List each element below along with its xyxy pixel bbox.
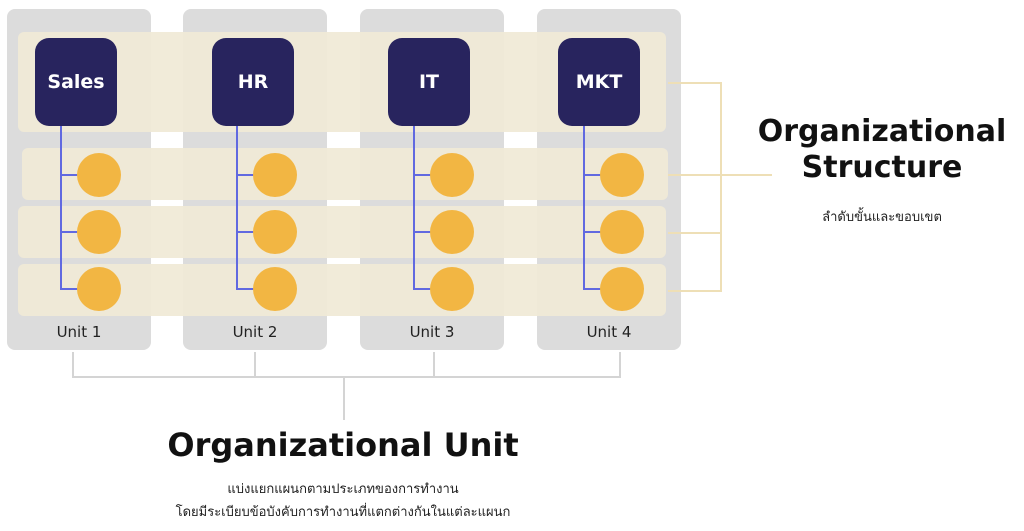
structure-bracket-pointer bbox=[720, 174, 772, 176]
member-circle bbox=[253, 267, 297, 311]
unit-bracket-tick bbox=[433, 352, 435, 378]
member-circle bbox=[77, 210, 121, 254]
structure-bracket-spine bbox=[720, 82, 722, 292]
connector-horizontal bbox=[236, 231, 256, 233]
unit-bracket-tick bbox=[254, 352, 256, 378]
connector-horizontal bbox=[413, 288, 433, 290]
member-circle bbox=[77, 153, 121, 197]
department-mkt: MKT bbox=[558, 38, 640, 126]
structure-title-line1: Organizational bbox=[757, 114, 1007, 149]
unit-bracket-spine bbox=[72, 376, 621, 378]
connector-vertical bbox=[60, 120, 62, 290]
connector-horizontal bbox=[413, 231, 433, 233]
unit-bracket-tick bbox=[619, 352, 621, 378]
structure-bracket-tick bbox=[668, 290, 720, 292]
unit-bracket-pointer bbox=[343, 376, 345, 420]
member-circle bbox=[600, 153, 644, 197]
connector-vertical bbox=[583, 120, 585, 290]
connector-horizontal bbox=[60, 288, 80, 290]
department-hr: HR bbox=[212, 38, 294, 126]
structure-title-line2: Structure bbox=[801, 150, 963, 185]
connector-horizontal bbox=[236, 174, 256, 176]
connector-horizontal bbox=[413, 174, 433, 176]
structure-bracket-tick bbox=[668, 82, 720, 84]
connector-vertical bbox=[413, 120, 415, 290]
unit-label-4: Unit 4 bbox=[586, 323, 632, 341]
unit-bracket-tick bbox=[72, 352, 74, 378]
unit-section-title: Organizational Unit bbox=[167, 426, 519, 464]
connector-vertical bbox=[236, 120, 238, 290]
member-circle bbox=[430, 267, 474, 311]
member-circle bbox=[430, 210, 474, 254]
connector-horizontal bbox=[60, 174, 80, 176]
structure-bracket-tick bbox=[668, 232, 720, 234]
connector-horizontal bbox=[60, 231, 80, 233]
member-circle bbox=[600, 210, 644, 254]
department-sales: Sales bbox=[35, 38, 117, 126]
connector-horizontal bbox=[583, 231, 603, 233]
unit-label-1: Unit 1 bbox=[56, 323, 102, 341]
member-circle bbox=[430, 153, 474, 197]
unit-section-desc-line2: โดยมีระเบียบข้อบังคับการทำงานที่แตกต่างก… bbox=[175, 505, 511, 520]
structure-bracket-tick bbox=[668, 174, 720, 176]
hierarchy-band-level-2 bbox=[18, 206, 666, 258]
hierarchy-band-level-3 bbox=[18, 264, 666, 316]
department-it: IT bbox=[388, 38, 470, 126]
hierarchy-band-level-1 bbox=[22, 148, 668, 200]
member-circle bbox=[253, 210, 297, 254]
unit-label-3: Unit 3 bbox=[409, 323, 455, 341]
member-circle bbox=[253, 153, 297, 197]
connector-horizontal bbox=[236, 288, 256, 290]
member-circle bbox=[600, 267, 644, 311]
unit-label-2: Unit 2 bbox=[232, 323, 278, 341]
member-circle bbox=[77, 267, 121, 311]
connector-horizontal bbox=[583, 288, 603, 290]
unit-section-desc-line1: แบ่งแยกแผนกตามประเภทของการทำงาน bbox=[227, 482, 459, 497]
connector-horizontal bbox=[583, 174, 603, 176]
structure-title: Organizational Structure bbox=[740, 114, 1024, 186]
structure-subtitle: ลำดับขั้นและขอบเขต bbox=[822, 210, 942, 225]
